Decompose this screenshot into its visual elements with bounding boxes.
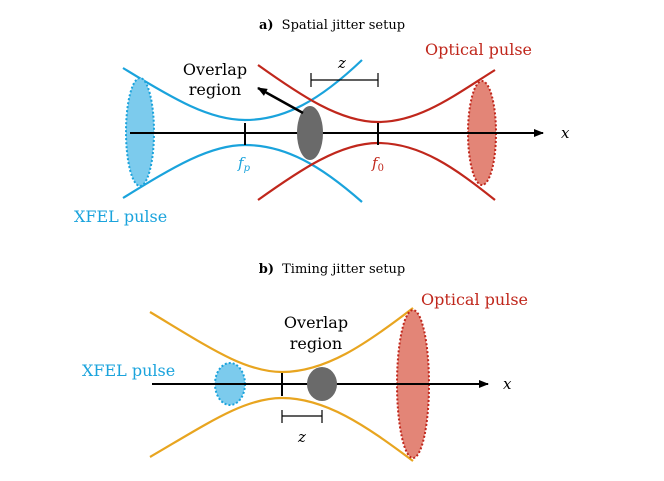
optical-pulse-label-a: Optical pulse [425, 40, 532, 59]
panel-b-letter: b) [259, 262, 274, 277]
overlap-label-a-line1: Overlap [183, 60, 247, 79]
panel-b-title-text: Timing jitter setup [282, 262, 405, 277]
panel-a-title: a) Spatial jitter setup [259, 18, 405, 33]
z-label-b: z [297, 428, 306, 446]
f0-label-main: f [371, 154, 380, 172]
panel-a-letter: a) [259, 18, 274, 33]
overlap-region-a [297, 106, 323, 160]
beam-b-upper-edge [149, 307, 414, 374]
x-label-b: x [503, 375, 512, 393]
xfel-pulse-label-a: XFEL pulse [74, 207, 167, 226]
optical-beam-upper-edge [257, 64, 496, 124]
panel-b-title: b) Timing jitter setup [259, 262, 406, 277]
overlap-label-b-line2: region [290, 334, 342, 353]
fp-label-sub: p [244, 163, 251, 174]
fp-label-main: f [237, 154, 246, 172]
optical-pulse-label-b: Optical pulse [421, 290, 528, 309]
overlap-label-a-line2: region [189, 80, 241, 99]
f0-label-sub: 0 [378, 163, 384, 174]
panel-b: b) Timing jitter setup Overlap region Op… [82, 262, 528, 462]
xfel-pulse-label-b: XFEL pulse [82, 361, 175, 380]
fp-label: fp [237, 154, 251, 174]
z-label-a: z [337, 54, 346, 72]
panel-a: a) Spatial jitter setup Overlap region O… [74, 18, 570, 226]
overlap-label-b-line1: Overlap [284, 313, 348, 332]
overlap-pointer-arrow [257, 86, 304, 115]
panel-a-title-text: Spatial jitter setup [282, 18, 405, 33]
beam-b-lower-edge [149, 396, 414, 462]
xfel-beam-upper-edge [122, 59, 363, 122]
f0-label: f0 [371, 154, 384, 174]
overlap-region-b [307, 367, 337, 401]
x-label-a: x [561, 124, 570, 142]
